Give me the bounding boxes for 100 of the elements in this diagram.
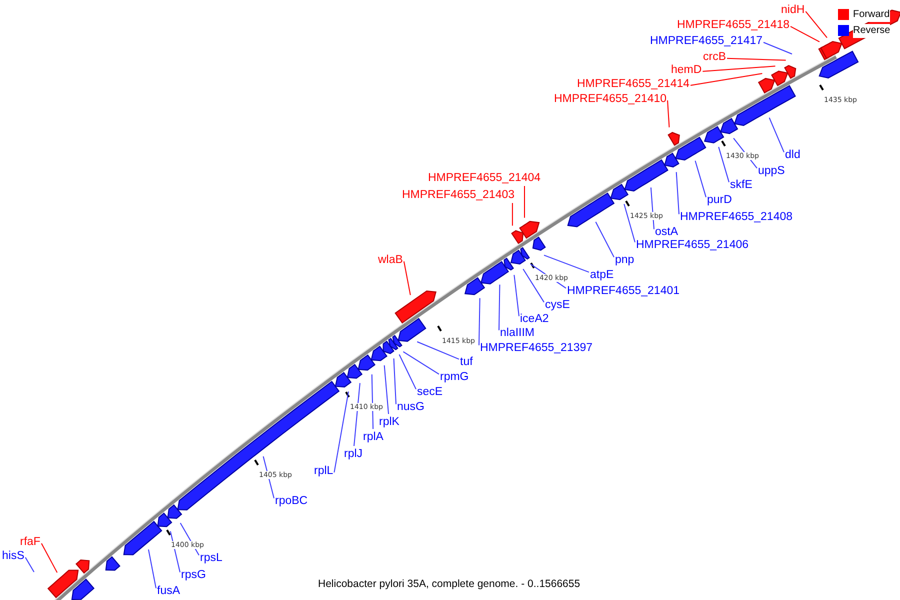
- gene-feature: [358, 354, 376, 371]
- leader-line: [398, 354, 416, 390]
- gene-feature: [346, 364, 363, 379]
- gene-label: HMPREF4655_21418: [677, 18, 790, 32]
- gene-label: rpsL: [200, 551, 222, 565]
- leader-line: [718, 146, 730, 183]
- leader-line: [790, 26, 820, 42]
- gene-feature: [75, 560, 90, 574]
- gene-feature: [392, 334, 402, 348]
- gene-label: nidH: [781, 3, 805, 17]
- leader-line: [694, 160, 706, 198]
- genome-caption: Helicobacter pylori 35A, complete genome. - 0..1566655: [318, 577, 580, 591]
- gene-feature: [157, 512, 172, 528]
- leader-line: [354, 382, 360, 446]
- gene-feature: [123, 520, 162, 556]
- gene-feature: [532, 236, 546, 251]
- leader-line: [334, 391, 349, 473]
- leader-line: [524, 186, 525, 218]
- gene-label: atpE: [590, 268, 614, 282]
- gene-feature: [398, 318, 426, 342]
- gene-label: rpmG: [440, 370, 469, 384]
- gene-feature: [734, 85, 796, 126]
- leader-line: [650, 186, 654, 230]
- gene-label: rpoBC: [275, 494, 308, 508]
- gene-feature: [674, 136, 706, 161]
- gene-label: rpsG: [181, 568, 206, 582]
- gene-label: HMPREF4655_21404: [428, 171, 541, 185]
- leader-line: [514, 274, 520, 317]
- gene-feature: [71, 578, 95, 600]
- gene-label: rplJ: [344, 447, 363, 461]
- gene-label: rplA: [363, 430, 384, 444]
- gene-label: hisS: [2, 549, 24, 563]
- gene-label: HMPREF4655_21417: [650, 34, 763, 48]
- gene-label: wlaB: [378, 253, 403, 267]
- leader-line: [148, 549, 156, 589]
- leader-line: [512, 202, 513, 226]
- gene-feature: [167, 504, 182, 519]
- gene-label: purD: [707, 193, 732, 207]
- leader-line: [393, 358, 396, 405]
- gene-feature: [784, 64, 796, 79]
- gene-feature: [105, 556, 120, 571]
- leader-line: [498, 284, 500, 331]
- gene-feature: [720, 118, 738, 134]
- gene-label: hemD: [671, 63, 702, 77]
- gene-label: rfaF: [20, 535, 40, 549]
- gene-label: cysE: [545, 298, 570, 312]
- gene-label: tuf: [460, 355, 473, 369]
- gene-feature: [664, 152, 680, 168]
- leader-line: [416, 341, 460, 360]
- gene-label: ostA: [655, 225, 678, 239]
- leader-line: [478, 298, 480, 346]
- gene-feature: [382, 340, 394, 354]
- gene-feature: [47, 570, 79, 598]
- gene-feature: [480, 260, 510, 284]
- gene-feature: [818, 50, 859, 79]
- leader-line: [522, 268, 544, 303]
- leader-line: [624, 204, 636, 243]
- gene-feature: [510, 250, 526, 264]
- gene-label: HMPREF4655_21408: [680, 210, 793, 224]
- gene-feature: [464, 277, 486, 296]
- gene-feature: [388, 338, 398, 350]
- leader-line: [371, 374, 374, 430]
- legend-label: Reverse: [853, 24, 890, 38]
- gene-feature: [370, 346, 388, 362]
- gene-label: HMPREF4655_21403: [402, 188, 515, 202]
- gene-feature: [394, 290, 436, 324]
- gene-feature: [567, 192, 615, 228]
- gene-label: rplL: [314, 464, 334, 478]
- gene-feature: [624, 159, 668, 192]
- gene-label: crcB: [703, 50, 726, 64]
- leader-line: [690, 72, 763, 86]
- gene-label: HMPREF4655_21397: [480, 341, 593, 355]
- gene-label: uppS: [758, 164, 785, 178]
- leader-line: [40, 542, 58, 574]
- gene-feature: [758, 78, 776, 94]
- gene-label: pnp: [615, 253, 634, 267]
- gene-feature: [771, 70, 788, 86]
- gene-label: nlaIIIM: [500, 326, 535, 340]
- gene-label: skfE: [730, 178, 752, 192]
- legend-label: Forward: [853, 8, 890, 22]
- leader-line: [768, 117, 784, 153]
- leader-line: [403, 260, 411, 296]
- leader-line: [24, 556, 34, 572]
- leader-line: [763, 42, 792, 54]
- gene-feature: [334, 372, 352, 388]
- leader-line: [402, 351, 440, 375]
- leader-line: [544, 254, 590, 273]
- gene-feature: [177, 380, 340, 510]
- gene-label: rplK: [379, 415, 400, 429]
- gene-label: HMPREF4655_21410: [554, 92, 667, 106]
- gene-feature: [504, 258, 514, 271]
- gene-label: HMPREF4655_21406: [636, 238, 749, 252]
- gene-label: secE: [417, 385, 443, 399]
- gene-feature: [704, 126, 724, 144]
- leader-line: [726, 58, 786, 61]
- leader-line: [384, 364, 390, 414]
- leader-line: [702, 66, 776, 72]
- gene-feature: [520, 247, 530, 260]
- gene-label: HMPREF4655_21401: [567, 284, 680, 298]
- gene-label: nusG: [397, 400, 424, 414]
